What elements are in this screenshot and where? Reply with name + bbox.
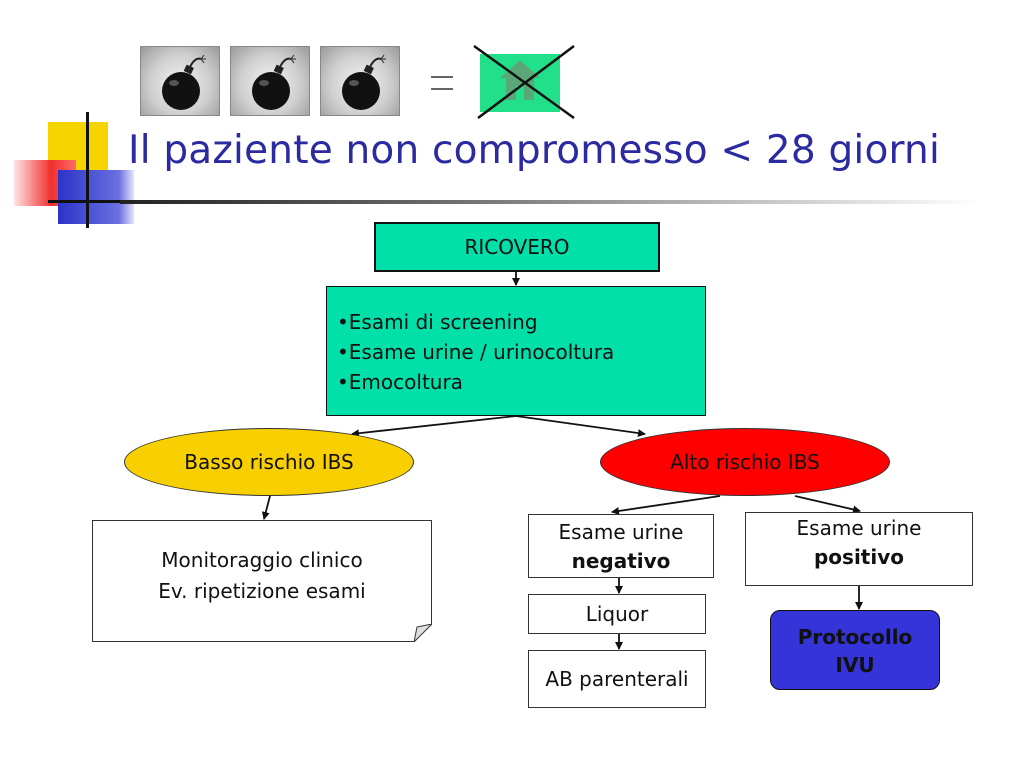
equals-icon — [431, 76, 453, 90]
screening-item: •Esame urine / urinocoltura — [337, 340, 615, 364]
node-liquor-label: Liquor — [585, 602, 649, 626]
urine-positive-line2: positivo — [813, 545, 904, 569]
node-urine-positive: Esame urine positivo — [745, 512, 973, 586]
node-ab-parenterali: AB parenterali — [528, 650, 706, 708]
node-ricovero: RICOVERO — [374, 222, 660, 272]
urine-positive-line1: Esame urine — [796, 516, 922, 540]
screening-item: •Emocoltura — [337, 370, 463, 394]
page-fold-icon — [414, 624, 432, 642]
ivu-line: IVU — [835, 653, 875, 677]
node-protocollo-ivu: Protocollo IVU — [770, 610, 940, 690]
decor-blue-square — [58, 170, 134, 224]
arrow-screening-low — [351, 415, 517, 438]
arrow-high-negative — [611, 495, 721, 515]
bomb-icon — [320, 46, 400, 116]
node-low-risk: Basso rischio IBS — [124, 428, 414, 496]
node-high-risk: Alto rischio IBS — [600, 428, 890, 496]
page-title: Il paziente non compromesso < 28 giorni — [128, 128, 941, 173]
node-screening: •Esami di screening •Esame urine / urino… — [326, 286, 706, 416]
node-ab-label: AB parenterali — [545, 667, 689, 691]
node-urine-negative: Esame urine negativo — [528, 514, 714, 578]
urine-negative-line1: Esame urine — [558, 520, 684, 544]
title-underline — [120, 200, 980, 204]
home-icon — [473, 44, 575, 120]
decor-vertical-line — [86, 112, 89, 228]
node-high-risk-label: Alto rischio IBS — [670, 450, 820, 474]
arrow-low-monitor — [261, 495, 271, 520]
bomb-icon — [140, 46, 220, 116]
node-low-risk-label: Basso rischio IBS — [184, 450, 354, 474]
ivu-line: Protocollo — [797, 625, 913, 649]
node-liquor: Liquor — [528, 594, 706, 634]
node-monitor: Monitoraggio clinico Ev. ripetizione esa… — [92, 520, 432, 642]
urine-negative-line2: negativo — [571, 549, 671, 573]
monitor-line: Ev. ripetizione esami — [158, 579, 366, 603]
decor-horizontal-line — [48, 200, 140, 203]
arrow-high-positive — [794, 495, 861, 514]
screening-item: •Esami di screening — [337, 310, 538, 334]
node-ricovero-label: RICOVERO — [464, 235, 570, 259]
arrow-screening-high — [515, 415, 646, 437]
bomb-icon — [230, 46, 310, 116]
monitor-line: Monitoraggio clinico — [161, 548, 363, 572]
